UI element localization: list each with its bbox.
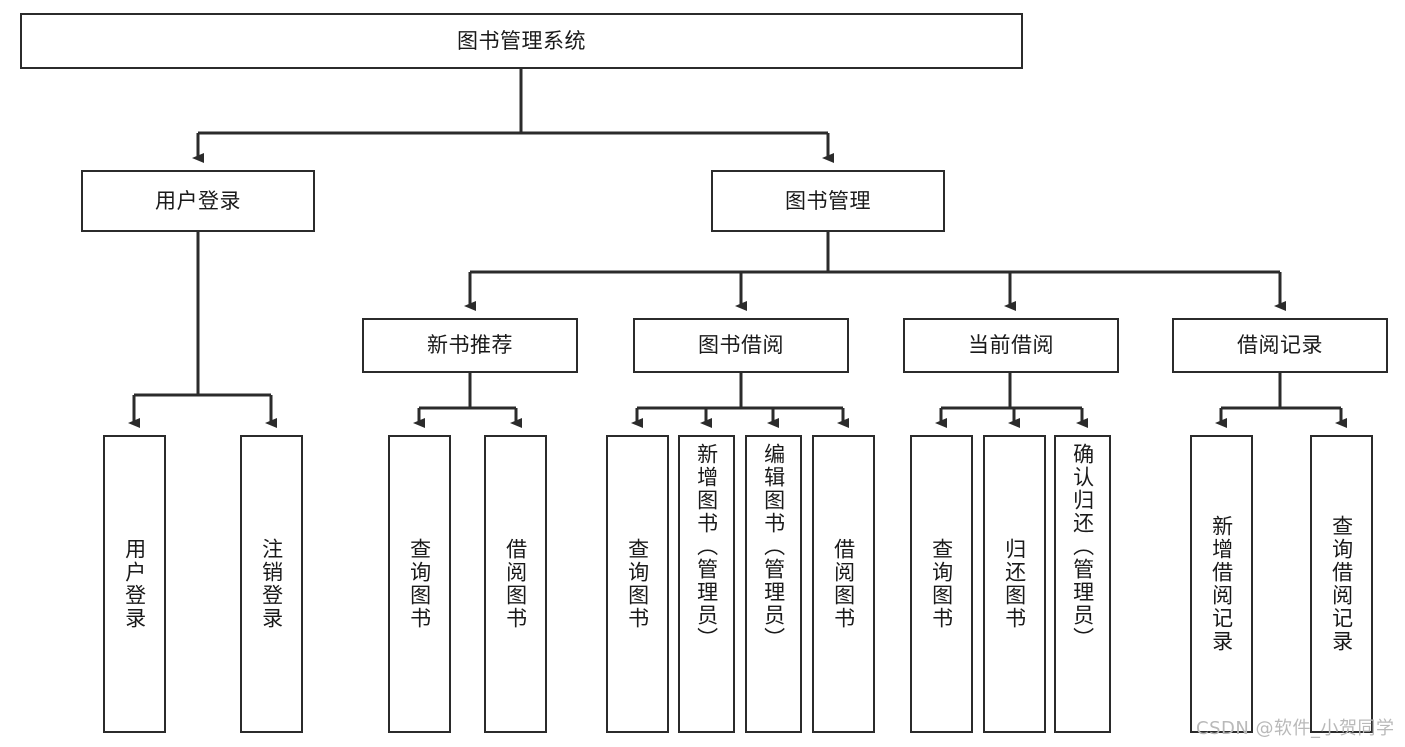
node-leaf-cur-return[interactable]: 归还图书 — [983, 435, 1046, 733]
node-root-label: 图书管理系统 — [457, 28, 586, 53]
node-leaf-borrow-add[interactable]: 新增图书（管理员） — [678, 435, 735, 733]
node-book-manage[interactable]: 图书管理 — [711, 170, 945, 232]
node-leaf-rec-query[interactable]: 查询图书 — [388, 435, 451, 733]
node-book-borrow[interactable]: 图书借阅 — [633, 318, 849, 373]
node-root[interactable]: 图书管理系统 — [20, 13, 1023, 69]
node-user-login[interactable]: 用户登录 — [81, 170, 315, 232]
node-leaf-user-logout[interactable]: 注销登录 — [240, 435, 303, 733]
node-leaf-rec-borrow[interactable]: 借阅图书 — [484, 435, 547, 733]
node-leaf-rec-search[interactable]: 查询借阅记录 — [1310, 435, 1373, 733]
node-new-book-rec-label: 新书推荐 — [427, 333, 513, 358]
node-borrow-record[interactable]: 借阅记录 — [1172, 318, 1388, 373]
node-leaf-cur-query-label: 查询图书 — [929, 538, 954, 630]
node-leaf-borrow-do-label: 借阅图书 — [831, 538, 856, 630]
node-leaf-cur-confirm-label: 确认归还（管理员） — [1070, 443, 1095, 650]
node-leaf-cur-confirm[interactable]: 确认归还（管理员） — [1054, 435, 1111, 733]
node-leaf-borrow-do[interactable]: 借阅图书 — [812, 435, 875, 733]
node-current-borrow[interactable]: 当前借阅 — [903, 318, 1119, 373]
node-leaf-user-login[interactable]: 用户登录 — [103, 435, 166, 733]
node-leaf-borrow-query[interactable]: 查询图书 — [606, 435, 669, 733]
node-borrow-record-label: 借阅记录 — [1237, 333, 1323, 358]
node-current-borrow-label: 当前借阅 — [968, 333, 1054, 358]
node-leaf-rec-query-label: 查询图书 — [407, 538, 432, 630]
node-leaf-cur-return-label: 归还图书 — [1002, 538, 1027, 630]
node-leaf-rec-search-label: 查询借阅记录 — [1329, 515, 1354, 653]
node-leaf-cur-query[interactable]: 查询图书 — [910, 435, 973, 733]
node-leaf-rec-add-label: 新增借阅记录 — [1209, 515, 1234, 653]
node-new-book-rec[interactable]: 新书推荐 — [362, 318, 578, 373]
node-leaf-rec-borrow-label: 借阅图书 — [503, 538, 528, 630]
node-leaf-borrow-add-label: 新增图书（管理员） — [694, 443, 719, 650]
csdn-watermark: CSDN @软件_小贺同学 — [1196, 718, 1395, 739]
node-user-login-label: 用户登录 — [155, 188, 241, 213]
node-leaf-borrow-edit-label: 编辑图书（管理员） — [761, 443, 786, 650]
node-leaf-user-login-label: 用户登录 — [122, 538, 147, 630]
node-leaf-rec-add[interactable]: 新增借阅记录 — [1190, 435, 1253, 733]
node-book-manage-label: 图书管理 — [785, 188, 871, 213]
node-leaf-user-logout-label: 注销登录 — [259, 538, 284, 630]
node-book-borrow-label: 图书借阅 — [698, 333, 784, 358]
node-leaf-borrow-query-label: 查询图书 — [625, 538, 650, 630]
node-leaf-borrow-edit[interactable]: 编辑图书（管理员） — [745, 435, 802, 733]
